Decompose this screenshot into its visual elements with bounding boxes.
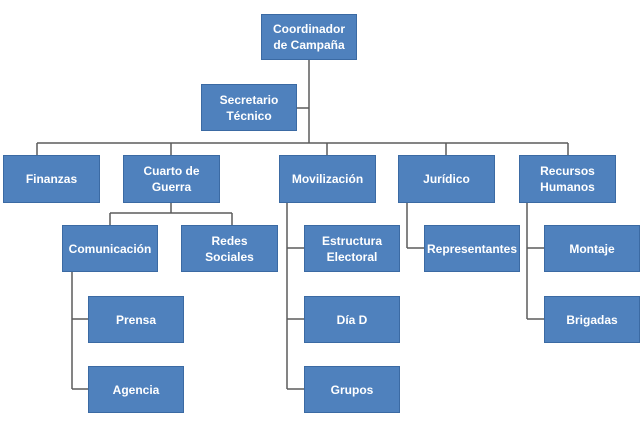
node-label: Cuarto de Guerra [143,164,200,194]
node-recursos-humanos: Recursos Humanos [519,155,616,203]
node-label: Brigadas [566,312,618,327]
node-secretario-tecnico: Secretario Técnico [201,84,297,131]
node-label: Coordinador de Campaña [273,22,345,52]
node-label: Comunicación [68,241,152,256]
node-label: Movilización [291,172,364,186]
node-label: Secretario Técnico [219,92,279,123]
node-redes-sociales: Redes Sociales [181,225,278,272]
node-cuarto-de-guerra: Cuarto de Guerra [123,155,220,203]
node-representantes: Representantes [424,225,520,272]
node-estructura-electoral: Estructura Electoral [304,225,400,272]
node-label: Día D [336,312,368,327]
node-label: Recursos Humanos [540,164,595,194]
node-grupos: Grupos [304,366,400,413]
node-label: Representantes [426,241,518,256]
node-prensa: Prensa [88,296,184,343]
node-label: Finanzas [25,172,78,186]
node-label: Montaje [569,241,615,256]
node-label: Grupos [330,382,374,397]
node-comunicacion: Comunicación [62,225,158,272]
node-label: Estructura Electoral [321,233,383,264]
node-brigadas: Brigadas [544,296,640,343]
node-dia-d: Día D [304,296,400,343]
node-movilizacion: Movilización [279,155,376,203]
node-juridico: Jurídico [398,155,495,203]
node-label: Jurídico [423,172,470,186]
node-coordinador-de-campana: Coordinador de Campaña [261,14,357,60]
node-label: Redes Sociales [205,233,254,264]
node-montaje: Montaje [544,225,640,272]
node-label: Prensa [115,312,157,327]
node-finanzas: Finanzas [3,155,100,203]
node-label: Agencia [112,382,160,397]
node-agencia: Agencia [88,366,184,413]
